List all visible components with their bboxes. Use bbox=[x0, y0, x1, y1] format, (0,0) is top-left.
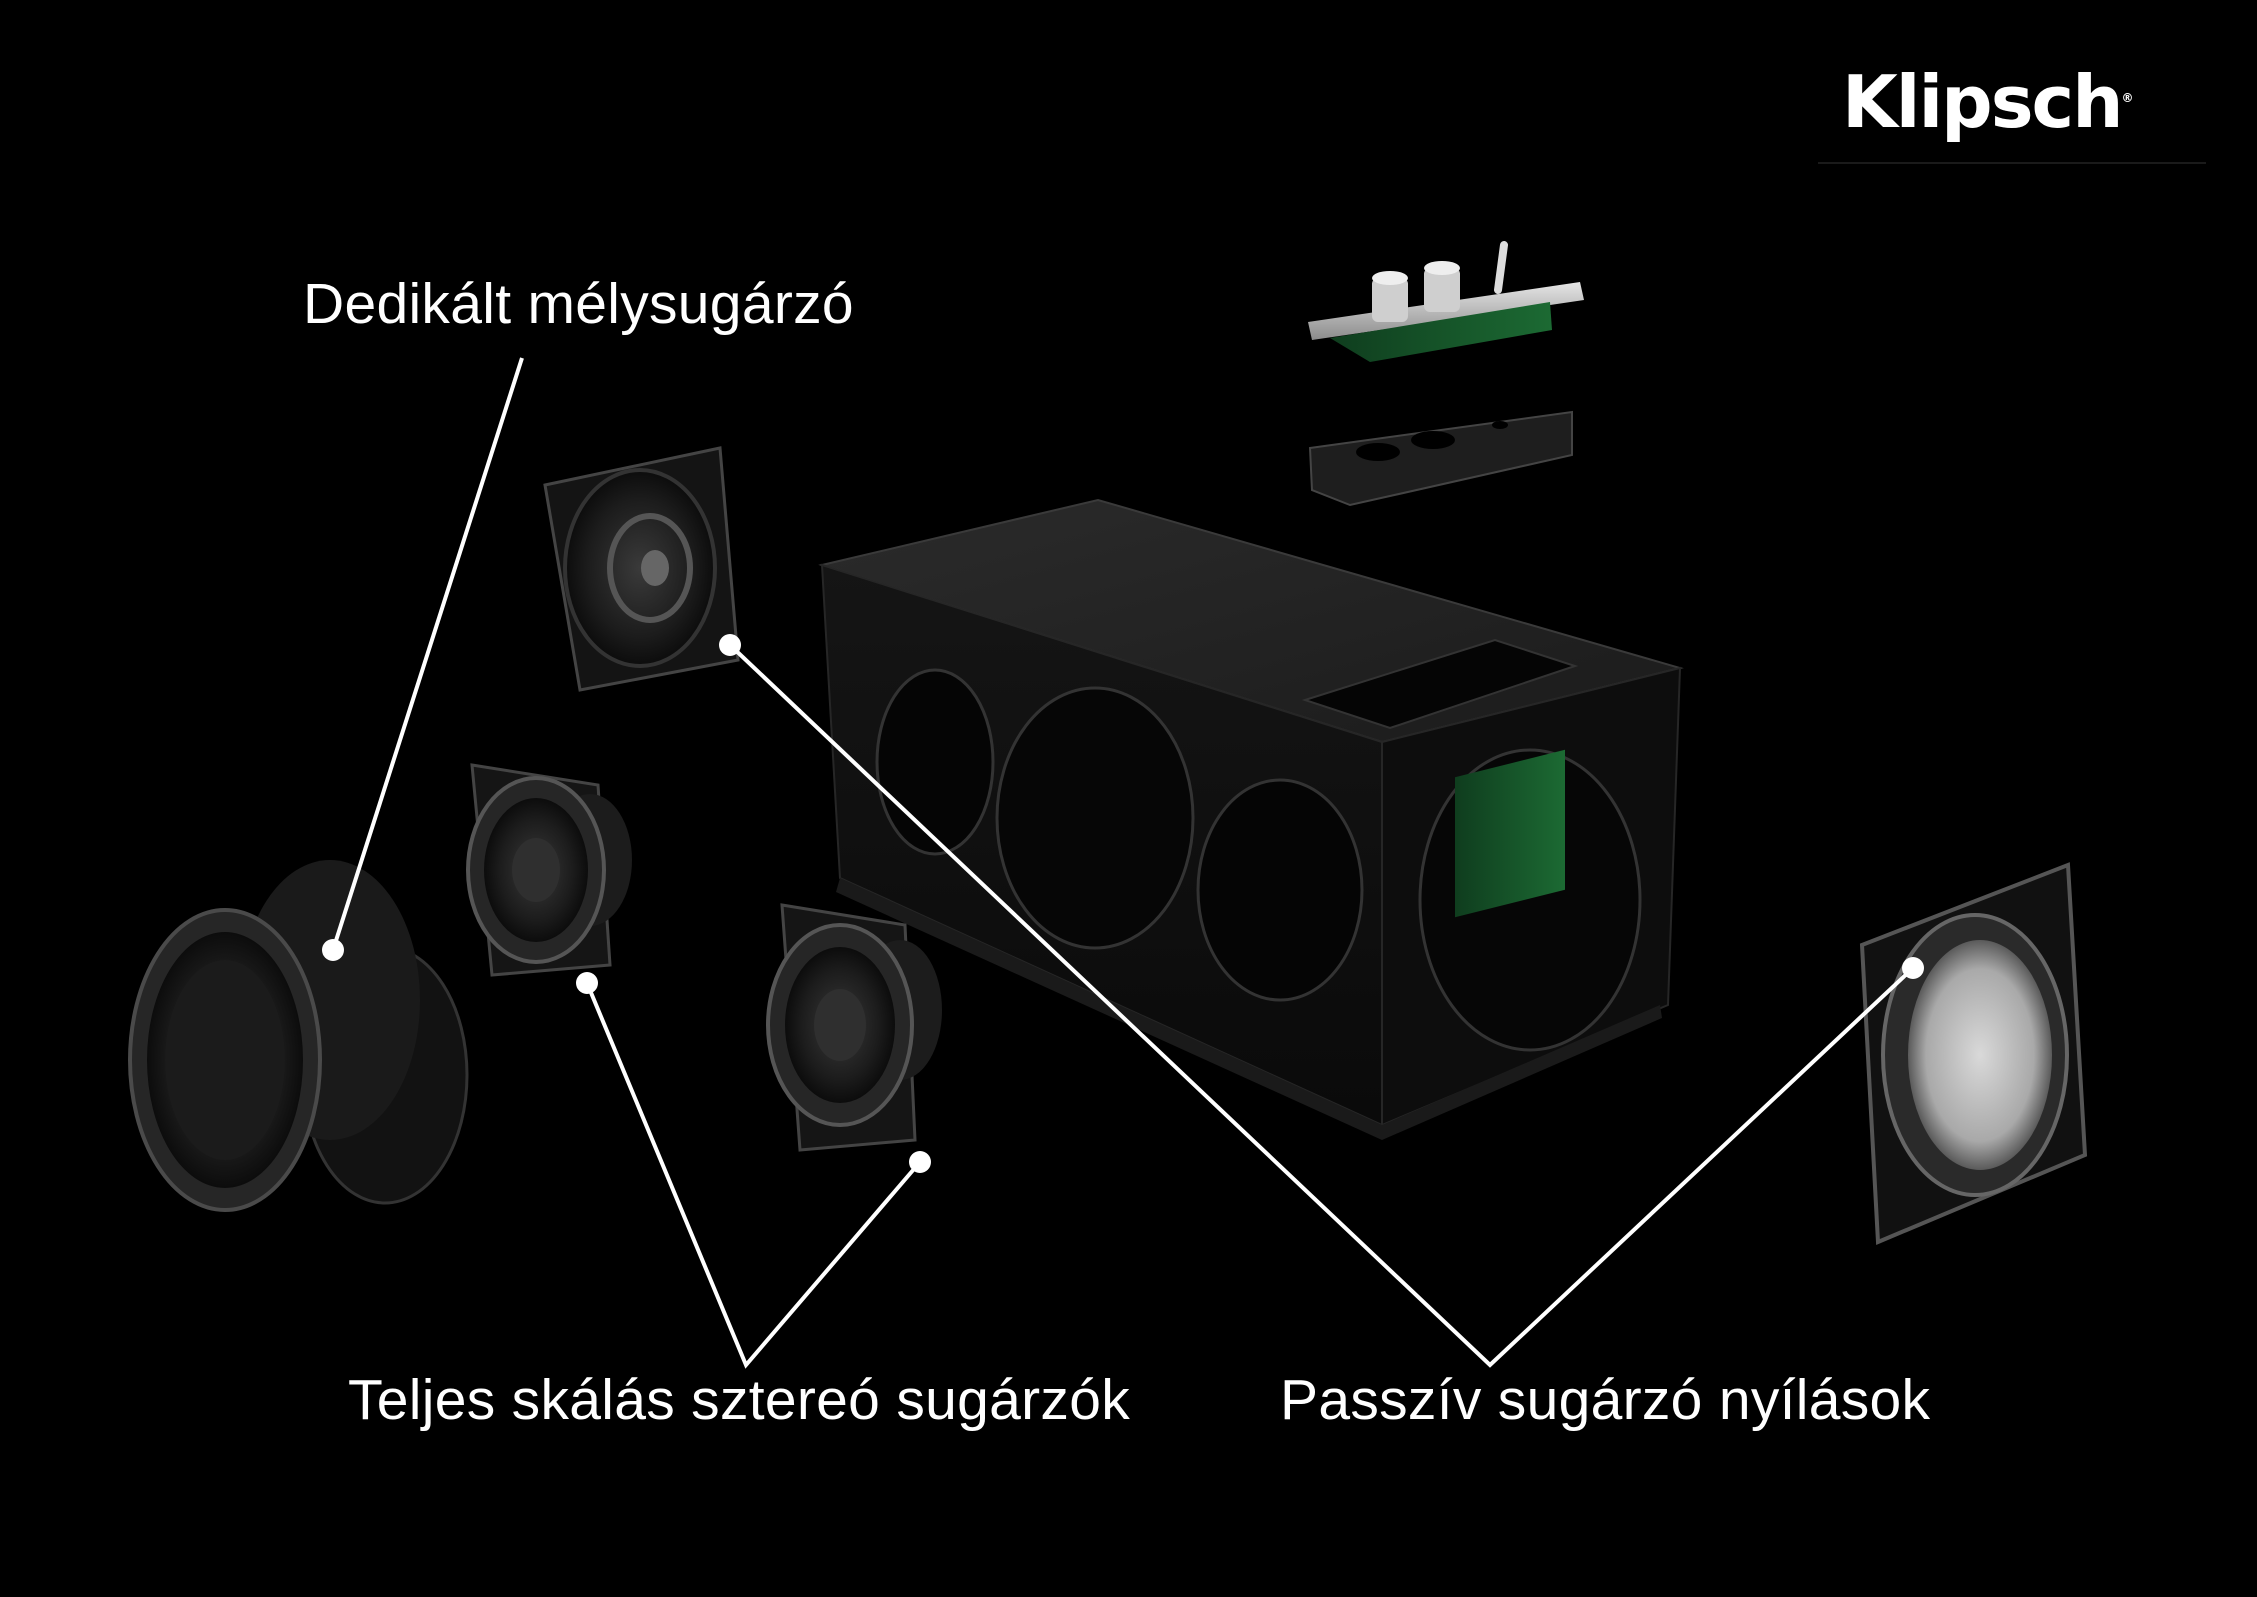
front-port bbox=[1196, 778, 1364, 1002]
stereo-driver-right bbox=[766, 903, 942, 1152]
dot-passive-side bbox=[1902, 957, 1924, 979]
side-passive-radiator bbox=[1859, 862, 2088, 1245]
front-port bbox=[995, 686, 1195, 950]
leader-lines bbox=[331, 357, 1915, 1369]
dot-stereo-left bbox=[576, 972, 598, 994]
speaker-enclosure bbox=[818, 498, 1684, 1140]
knob bbox=[1372, 278, 1408, 322]
callout-subwoofer: Dedikált mélysugárzó bbox=[303, 272, 854, 336]
internal-circuit-board bbox=[1455, 749, 1565, 918]
rear-passive-radiator bbox=[543, 446, 740, 692]
callout-passive-radiators: Passzív sugárzó nyílások bbox=[1280, 1368, 1931, 1432]
logo-divider bbox=[1818, 162, 2206, 164]
toggle-switch bbox=[1494, 241, 1508, 294]
leader-stereo bbox=[585, 982, 922, 1369]
control-bezel bbox=[1308, 410, 1573, 507]
control-slot bbox=[1301, 638, 1579, 730]
leader-dots bbox=[322, 634, 1924, 1173]
callout-stereo-drivers: Teljes skálás sztereó sugárzók bbox=[348, 1368, 1131, 1432]
dot-passive-rear bbox=[719, 634, 741, 656]
front-port bbox=[875, 668, 995, 856]
knob bbox=[1424, 268, 1460, 312]
control-panel bbox=[1308, 241, 1584, 507]
dot-stereo-right bbox=[909, 1151, 931, 1173]
control-pcb bbox=[1330, 302, 1552, 362]
stereo-driver-left bbox=[466, 763, 632, 977]
leader-subwoofer bbox=[331, 357, 524, 951]
klipsch-logo: Klipsch® bbox=[1842, 60, 2134, 144]
leader-passive bbox=[728, 643, 1915, 1368]
dot-subwoofer bbox=[322, 939, 344, 961]
subwoofer-driver bbox=[128, 860, 469, 1212]
